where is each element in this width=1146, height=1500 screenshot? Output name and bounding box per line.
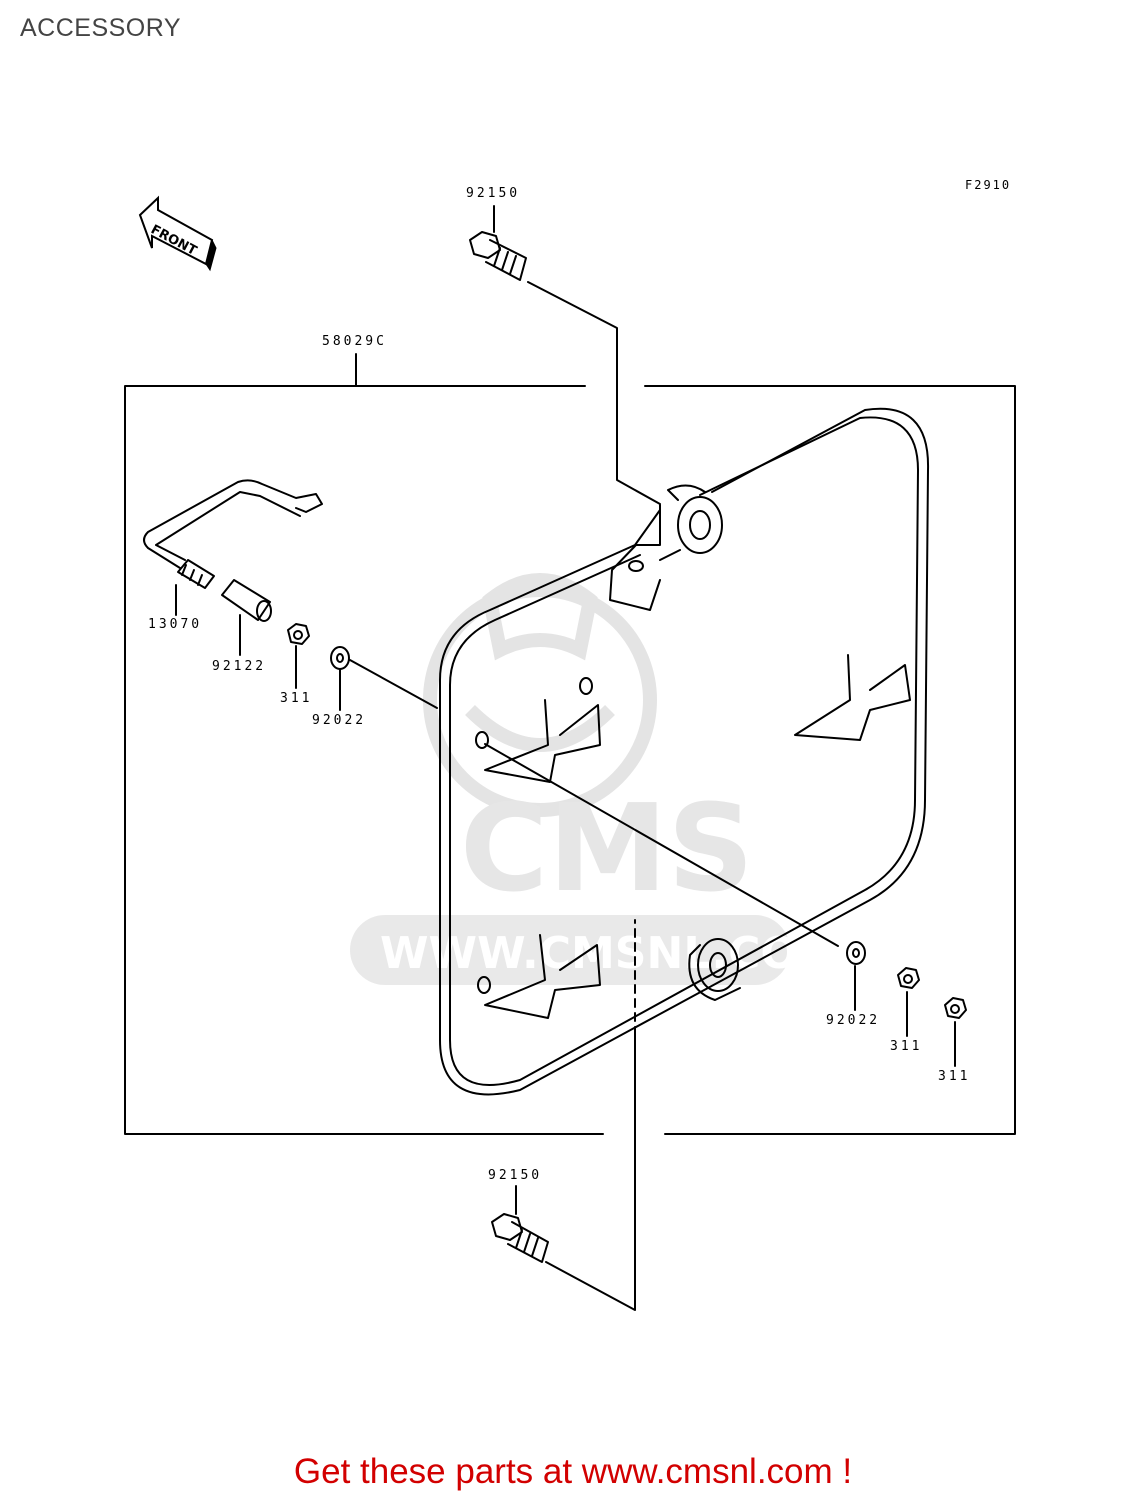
bolt-bottom-shank (507, 1221, 549, 1263)
front-arrow-icon: FRONT (138, 195, 217, 272)
bracket-13070-thread (177, 559, 215, 589)
assembly-frame-left (124, 385, 604, 1135)
bottom-boss (697, 938, 739, 992)
collar-92122-end (256, 600, 272, 622)
label-bolt-top: 92150 (466, 186, 521, 201)
nut-right-1 (897, 967, 920, 989)
nut-left (287, 623, 310, 645)
bottom-boss-hole (709, 952, 727, 978)
page-title: ACCESSORY (20, 14, 182, 42)
collar-92122 (221, 579, 271, 621)
bolt-top-shank (485, 239, 527, 281)
bracket-13070-inner (155, 491, 301, 561)
watermark-brand: CMS (460, 780, 754, 919)
top-bracket-hole (628, 560, 644, 572)
plate-hole-2 (475, 731, 489, 749)
label-nut-right-1: 311 (890, 1039, 923, 1054)
plate-hole-1 (579, 677, 593, 695)
label-nut-right-2: 311 (938, 1069, 971, 1084)
washer-right (846, 941, 866, 965)
bracket-13070-outer (143, 479, 323, 569)
plate-outline (439, 407, 930, 1096)
plate-arrow-right (794, 654, 911, 741)
label-washer-left: 92022 (312, 713, 367, 728)
label-bolt-bottom: 92150 (488, 1168, 543, 1183)
promo-link[interactable]: Get these parts at www.cmsnl.com ! (293, 1452, 853, 1491)
bolt-top-leader (527, 281, 661, 505)
bottom-boss-body (688, 944, 741, 1001)
plate-inner-edge (449, 416, 919, 1086)
top-boss-hole (689, 510, 711, 540)
top-bracket (609, 484, 706, 611)
washer-left-leader (349, 659, 438, 709)
label-bracket: 13070 (148, 617, 203, 632)
nut-right-2 (944, 997, 967, 1019)
plate-hole-3 (477, 976, 491, 994)
label-assembly: 58029C (322, 334, 387, 349)
top-boss (677, 496, 723, 554)
label-collar: 92122 (212, 659, 267, 674)
bolt-bottom-leader (545, 1034, 636, 1311)
washer-left (330, 646, 350, 670)
bolt-top-head (469, 231, 501, 259)
plate-arrow-bottom (484, 934, 601, 1019)
washer-right-leader (484, 743, 839, 947)
label-nut-left: 311 (280, 691, 313, 706)
plate-arrow-center (484, 699, 601, 783)
label-washer-right: 92022 (826, 1013, 881, 1028)
figure-code: F2910 (965, 178, 1012, 192)
bolt-bottom-head (491, 1213, 523, 1241)
assembly-frame-right (644, 385, 1016, 1135)
